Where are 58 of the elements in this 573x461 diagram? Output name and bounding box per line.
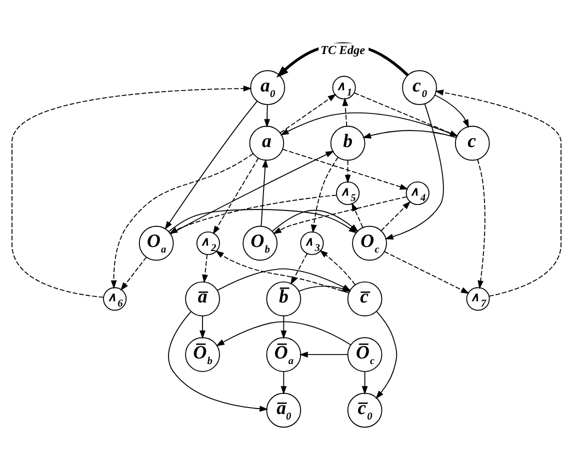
node-circle: b̅ bbox=[266, 280, 302, 316]
arrow bbox=[264, 104, 270, 128]
node-circle: ∧$_{2}$ bbox=[196, 230, 220, 255]
arrow bbox=[280, 112, 458, 136]
node-circle: c̅$_{0}$ bbox=[347, 392, 382, 428]
node-circle: O$_{b}$ bbox=[242, 225, 278, 260]
arrow bbox=[110, 152, 254, 288]
arrow bbox=[434, 89, 562, 296]
arrow bbox=[384, 102, 444, 240]
arrow bbox=[280, 315, 287, 338]
node-circle: O̅$_{b}$ bbox=[185, 336, 220, 372]
arrow bbox=[280, 93, 336, 133]
arrow bbox=[362, 370, 368, 394]
node-circle: ∧$_{3}$ bbox=[300, 230, 324, 255]
node-circle: ∧$_{4}$ bbox=[406, 180, 430, 205]
arrow bbox=[342, 96, 348, 126]
node-circle: O$_{c}$ bbox=[352, 225, 387, 260]
node-circle: b bbox=[330, 125, 366, 160]
arrow bbox=[290, 252, 308, 284]
arrow bbox=[384, 250, 470, 294]
node-circle: c$_{0}$ bbox=[402, 70, 437, 105]
edge-label: TC Edge bbox=[320, 42, 366, 57]
node-circle: ∧$_{5}$ bbox=[336, 180, 360, 205]
arrow bbox=[216, 320, 352, 346]
node-circle: a$_{0}$ bbox=[250, 70, 286, 105]
arrow bbox=[164, 100, 258, 230]
arrow bbox=[352, 202, 364, 228]
arrow bbox=[354, 92, 458, 136]
node-circle: c̅ bbox=[347, 280, 382, 316]
arrow bbox=[310, 156, 339, 233]
node-circle: a bbox=[249, 125, 284, 160]
arrow bbox=[376, 310, 398, 398]
arrow bbox=[299, 351, 348, 358]
node-circle: c bbox=[454, 125, 490, 160]
node-circle: O̅$_{a}$ bbox=[266, 336, 302, 372]
node-circle: a̅ bbox=[185, 280, 220, 316]
arrow bbox=[12, 85, 252, 298]
arrow bbox=[260, 158, 268, 226]
arrow bbox=[380, 200, 411, 231]
arrow bbox=[477, 158, 486, 289]
node-circle: ∧$_{7}$ bbox=[466, 286, 490, 310]
arrow bbox=[215, 250, 350, 293]
arrow bbox=[344, 160, 351, 183]
arrow bbox=[120, 256, 147, 290]
node-circle: ∧$_{6}$ bbox=[103, 286, 127, 310]
arrow bbox=[212, 157, 259, 234]
arrow bbox=[280, 370, 287, 394]
arrow bbox=[319, 249, 356, 285]
node-circle: O$_{a}$ bbox=[138, 225, 174, 260]
arrow bbox=[202, 254, 208, 283]
arrow bbox=[282, 148, 408, 190]
arrow bbox=[362, 130, 457, 138]
node-circle: ∧$_{1}$ bbox=[332, 75, 356, 99]
arrow bbox=[200, 315, 206, 338]
node-circle: a̅$_{0}$ bbox=[266, 392, 302, 428]
node-circle: O̅$_{c}$ bbox=[347, 336, 382, 372]
arrow bbox=[168, 310, 268, 412]
arrow bbox=[434, 94, 469, 128]
